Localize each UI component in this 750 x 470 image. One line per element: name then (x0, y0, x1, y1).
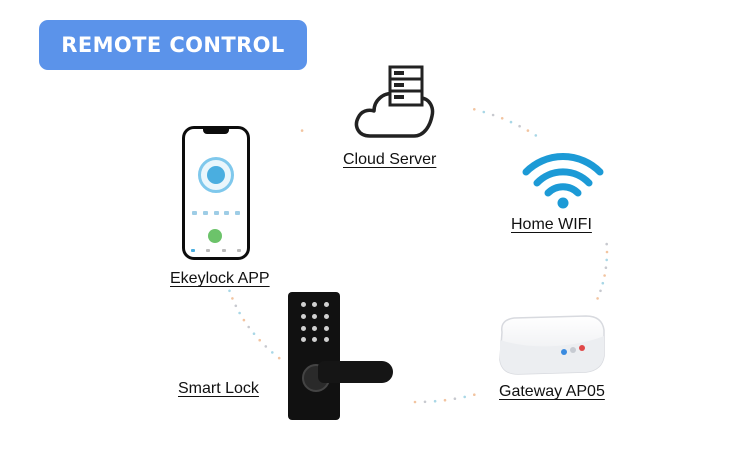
cloud-server-icon (354, 65, 435, 138)
connection-dot (423, 400, 427, 404)
connection-dot (433, 399, 437, 403)
app-screen (185, 129, 247, 257)
smart-lock-icon (288, 292, 340, 420)
connection-dot (473, 393, 476, 397)
lock-handle (318, 361, 393, 383)
connection-dot (443, 398, 447, 402)
connection-dot (596, 297, 599, 300)
connection-dot (453, 397, 457, 401)
connection-dot (238, 311, 241, 315)
connection-dot (509, 120, 513, 124)
connection-dot (526, 129, 530, 132)
smartphone-app-icon (182, 126, 250, 260)
smart-lock-label: Smart Lock (178, 380, 259, 397)
gateway-device-icon (499, 315, 605, 375)
connection-dot (463, 395, 467, 399)
connection-dot (264, 345, 268, 348)
connection-dot (473, 108, 476, 111)
wifi-icon (522, 153, 604, 209)
connection-dot (601, 281, 605, 285)
connection-dot (247, 325, 250, 329)
title-badge: REMOTE CONTROL (39, 20, 307, 70)
connection-dot (482, 110, 486, 114)
connection-dot (534, 134, 538, 137)
connection-dot (518, 124, 521, 128)
connection-dot (500, 117, 504, 120)
connection-dot (252, 332, 256, 336)
connection-dot (491, 113, 495, 117)
keypad-icon (300, 302, 330, 344)
cloud-server-label: Cloud Server (343, 151, 437, 168)
connection-dots (228, 108, 609, 404)
connection-dot (234, 304, 238, 308)
connection-dot (228, 289, 231, 293)
gateway-label: Gateway AP05 (499, 383, 605, 400)
connection-dot (605, 242, 608, 246)
connection-dot (605, 250, 609, 254)
connection-dot (231, 297, 234, 300)
phone-notch (203, 129, 229, 134)
connection-dot (277, 356, 281, 360)
connection-dot (258, 338, 262, 342)
ekeylock-app-label: Ekeylock APP (170, 270, 270, 287)
connection-dot (604, 266, 608, 270)
connection-dot (605, 258, 608, 262)
app-lock-ring (198, 157, 234, 193)
padlock-icon (207, 166, 225, 184)
app-tab-bar (191, 249, 241, 253)
app-unlock-button-icon (208, 229, 222, 243)
home-wifi-label: Home WIFI (511, 216, 592, 233)
connection-dot (300, 129, 304, 132)
connection-dot (242, 318, 246, 322)
connection-dot (603, 274, 606, 277)
connection-dot (271, 351, 274, 354)
app-shortcut-row (192, 211, 240, 217)
connection-dot (599, 289, 602, 293)
connection-dot (413, 400, 417, 404)
